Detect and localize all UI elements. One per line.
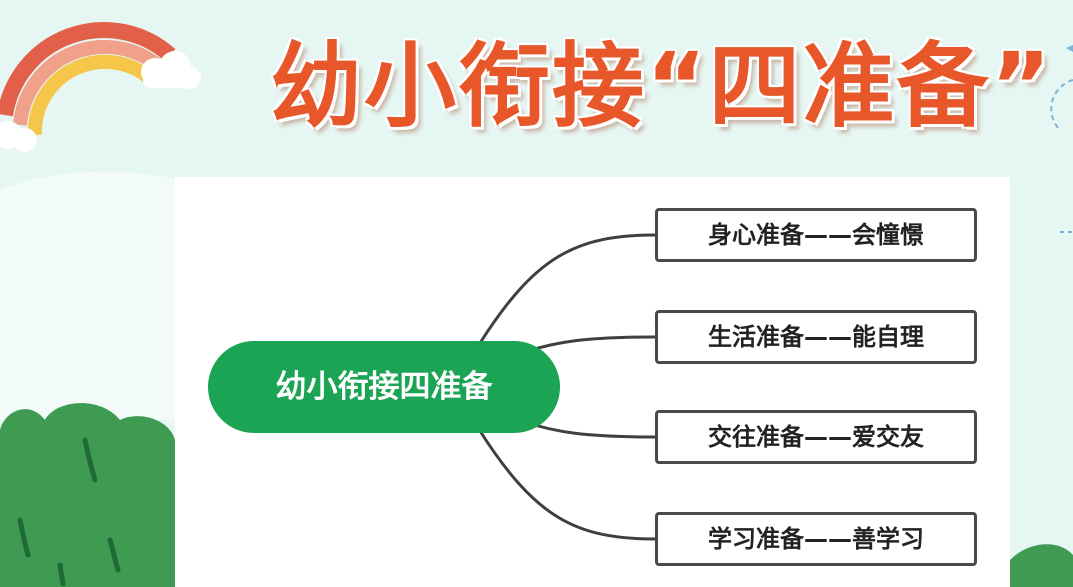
- mind-map-root: 幼小衔接四准备: [208, 341, 560, 433]
- green-bush-icon: [0, 403, 175, 587]
- branch-node-life: 生活准备——能自理: [655, 310, 977, 364]
- rainbow-icon: [0, 22, 176, 136]
- connector-line: [478, 430, 656, 541]
- page-title: 幼小衔接“四准备”: [270, 33, 1053, 140]
- connector-line: [524, 335, 656, 354]
- connector-line: [524, 420, 656, 439]
- dashed-circle-icon: [1050, 45, 1073, 233]
- branch-node-social: 交往准备——爱交友: [655, 410, 977, 464]
- branch-node-study: 学习准备——善学习: [655, 512, 977, 566]
- branch-node-physical-mental: 身心准备——会憧憬: [655, 208, 977, 262]
- connector-line: [478, 233, 656, 344]
- cloud-icon: [141, 51, 201, 89]
- mind-map-panel: 幼小衔接四准备 身心准备——会憧憬 生活准备——能自理 交往准备——爱交友 学习…: [175, 177, 1010, 587]
- cloud-icon: [0, 121, 37, 152]
